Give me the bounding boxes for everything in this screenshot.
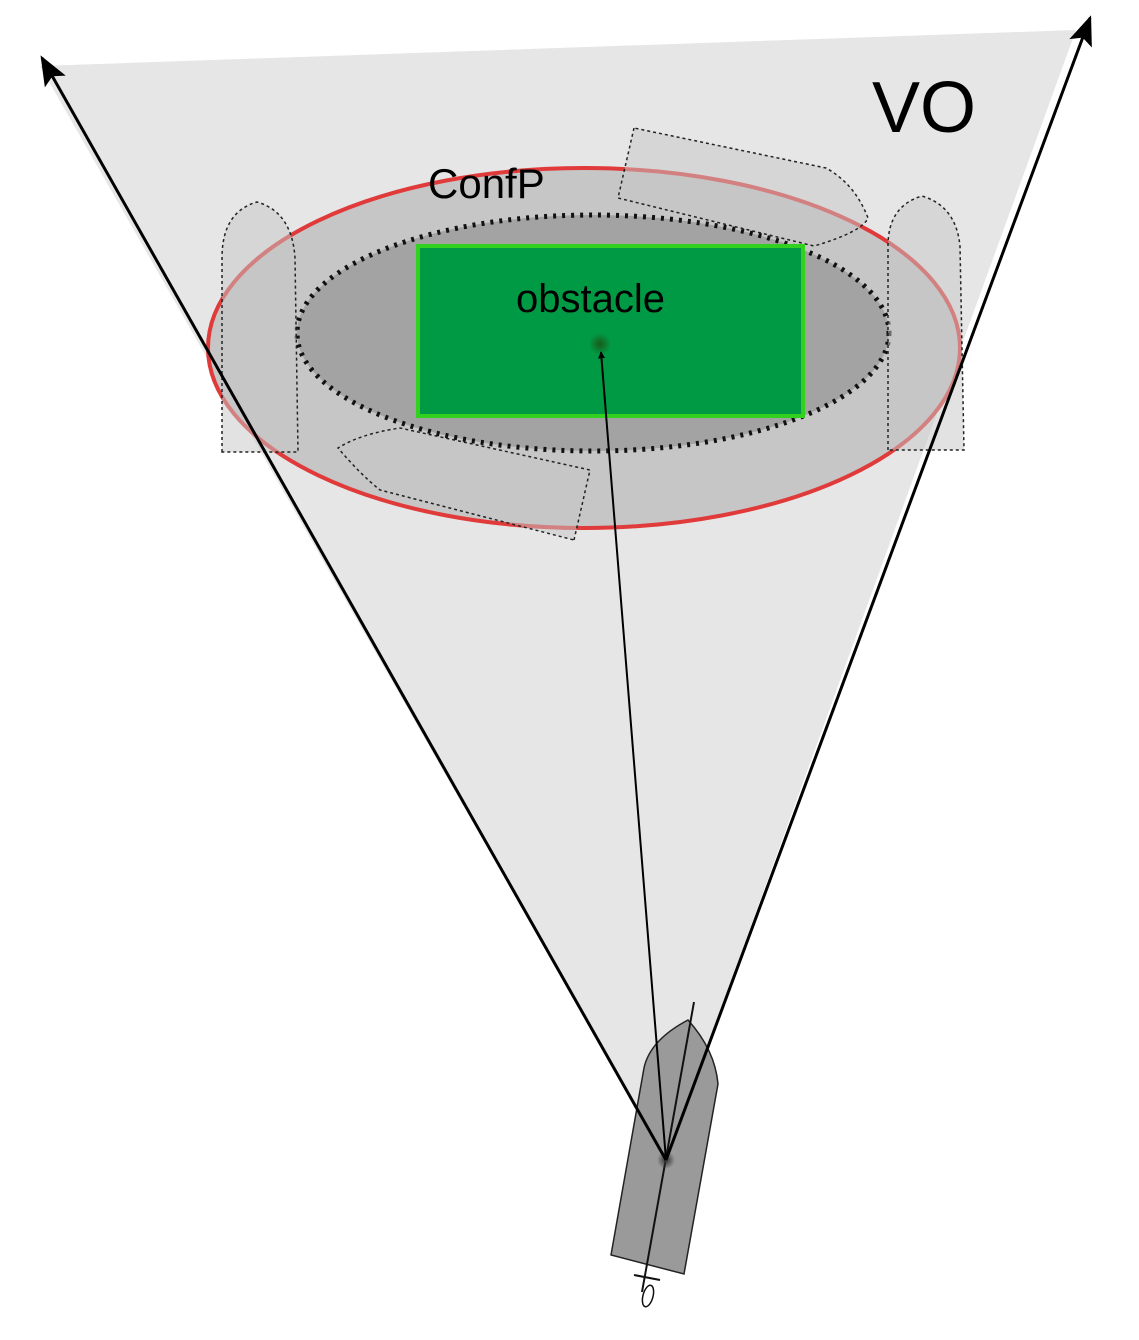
vo-label: VO: [872, 68, 976, 148]
vo-boundary-right-arrow: [664, 15, 1092, 1161]
ghost-ship-bottom-icon: [336, 427, 591, 541]
relative-velocity-arrow: [598, 351, 667, 1161]
confp-label: ConfP: [428, 160, 545, 207]
obstacle-label: obstacle: [516, 277, 665, 321]
ghost-ship-left-icon: [221, 201, 299, 453]
vo-boundary-left-arrow: [40, 55, 668, 1161]
obstacle-center-dot: [589, 333, 611, 355]
ghost-ship-top-icon: [617, 127, 869, 247]
ghost-ship-right-icon: [887, 195, 965, 451]
obstacle-rectangle: [416, 244, 805, 418]
